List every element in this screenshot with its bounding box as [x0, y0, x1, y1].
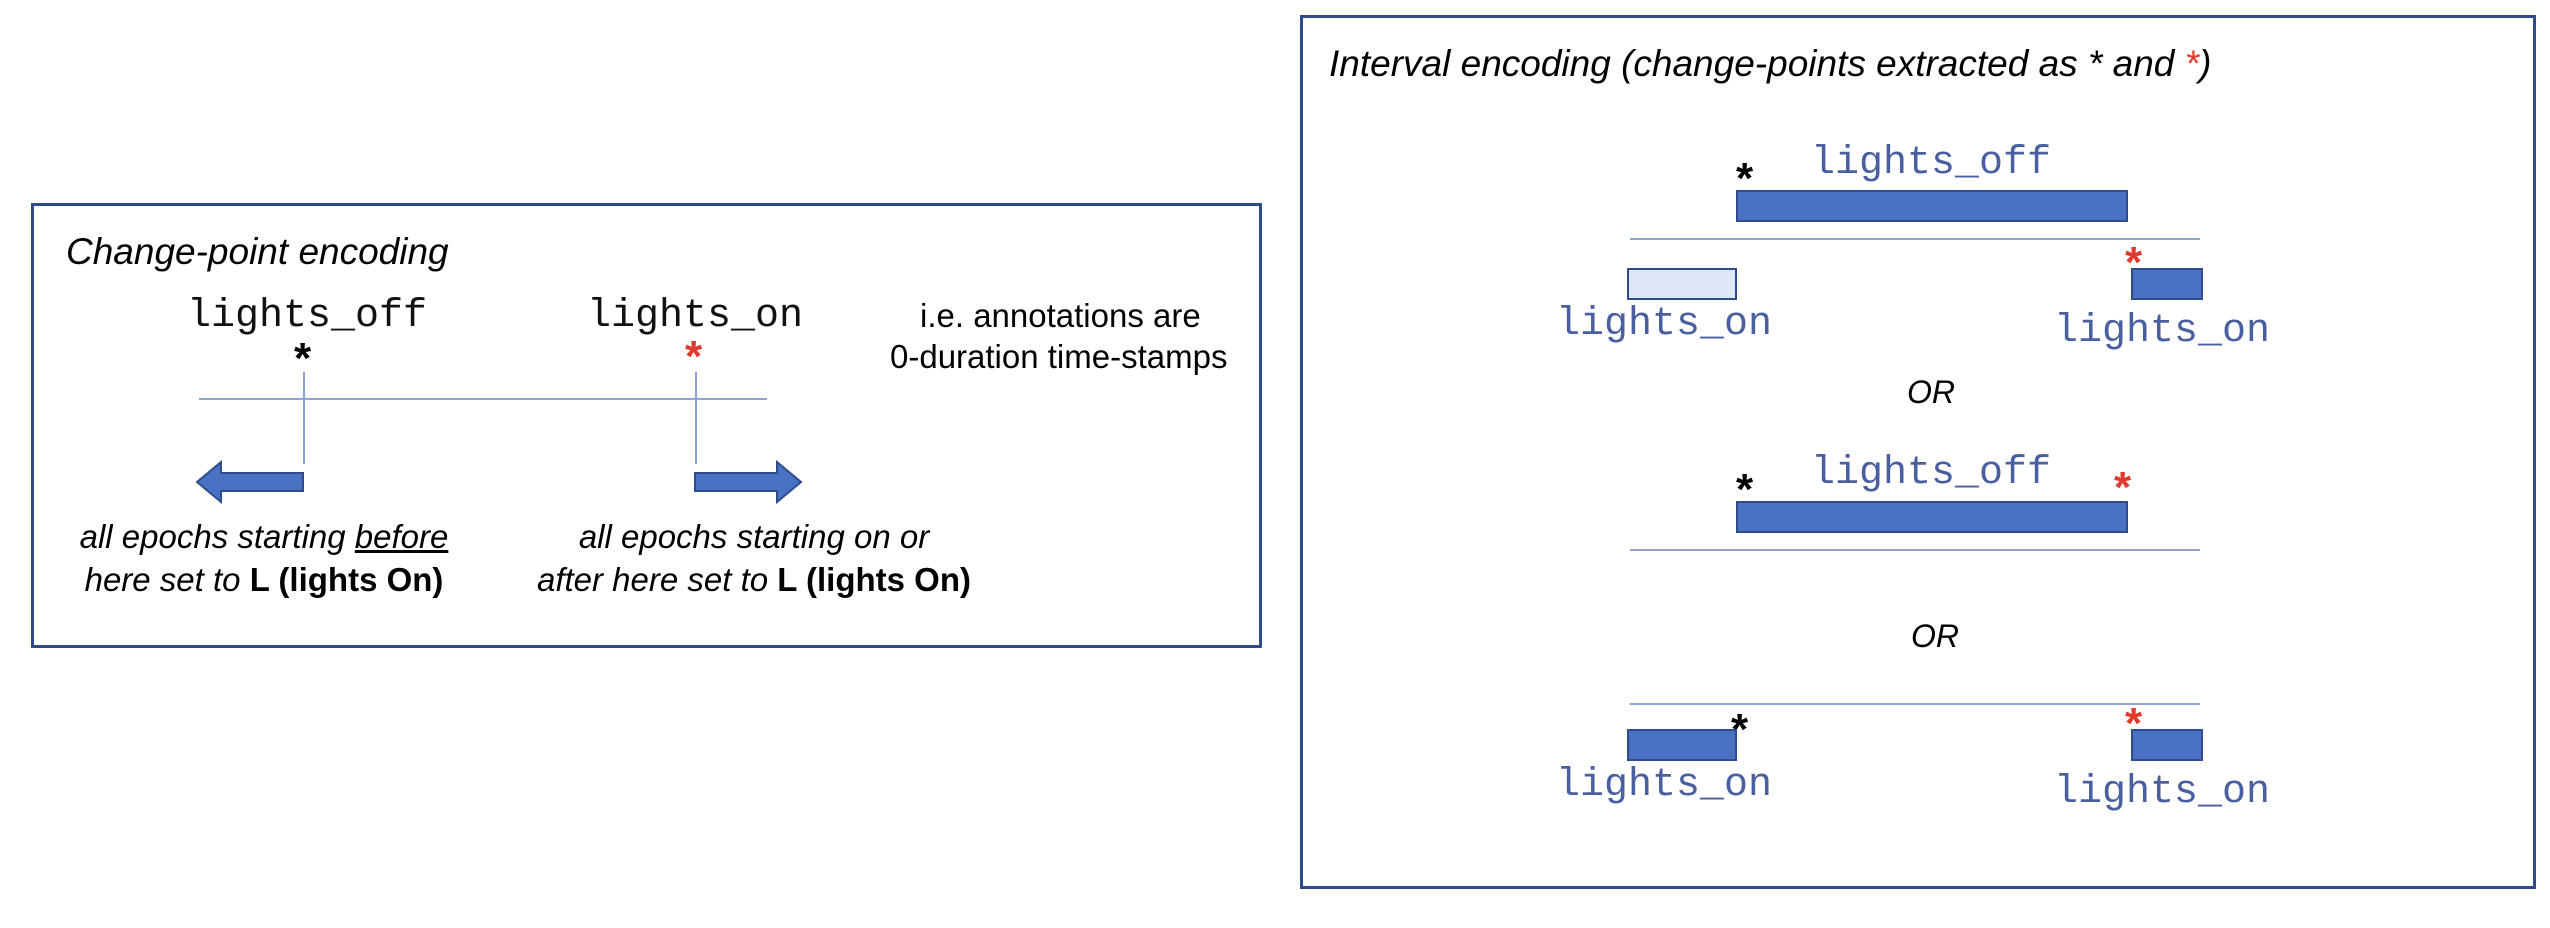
change-point-tick-left: [303, 372, 305, 464]
change-point-star-red: *: [685, 332, 703, 381]
caption-before-bold: L (lights On): [249, 560, 444, 598]
lights-on-label-1b: lights_on: [2054, 309, 2271, 354]
caption-before-underlined: before: [354, 518, 449, 555]
lights-off-bar-1: [1736, 190, 2128, 222]
note-line-1: i.e. annotations are: [920, 297, 1201, 334]
caption-after-line1: all epochs starting on or: [578, 518, 930, 555]
title-star-black: *: [2087, 43, 2103, 84]
lights-on-label-1a: lights_on: [1556, 302, 1773, 347]
or-label-1: OR: [1907, 374, 1955, 410]
caption-after: all epochs starting on or after here set…: [514, 516, 994, 602]
change-point-tick-right: [695, 372, 697, 464]
lights-off-label-2: lights_off: [1811, 451, 2052, 496]
lights-off-label-1: lights_off: [1811, 141, 2052, 186]
title-prefix: Interval encoding (change-points extract…: [1329, 43, 2088, 84]
lights-on-label: lights_on: [587, 294, 804, 339]
timeline-3: [1630, 703, 2200, 705]
lights-off-label: lights_off: [187, 294, 428, 339]
star-black-1: *: [1736, 154, 1754, 203]
panel-title: Interval encoding (change-points extract…: [1329, 45, 2211, 82]
caption-after-bold: L (lights On): [777, 560, 971, 598]
panel-title: Change-point encoding: [66, 231, 449, 272]
change-point-encoding-panel: Change-point encoding lights_off lights_…: [31, 203, 1262, 648]
right-arrow-icon: [694, 459, 803, 505]
interval-encoding-panel: Interval encoding (change-points extract…: [1300, 15, 2536, 889]
change-point-star-black: *: [294, 334, 312, 383]
lights-on-bar-3a: [1627, 729, 1737, 761]
lights-off-bar-2: [1736, 501, 2128, 533]
caption-before-line1-pre: all epochs starting: [79, 518, 355, 555]
caption-before: all epochs starting before here set to L…: [74, 516, 454, 602]
star-black-2: *: [1736, 465, 1754, 514]
caption-before-line2-pre: here set to: [84, 560, 250, 598]
timeline-2: [1630, 549, 2200, 551]
lights-on-bar-1a: [1627, 268, 1737, 300]
star-red-2: *: [2114, 463, 2132, 512]
timeline: [199, 398, 767, 400]
left-arrow-icon: [195, 459, 304, 505]
lights-on-bar-1b: [2131, 268, 2203, 300]
lights-on-label-3b: lights_on: [2054, 770, 2271, 815]
or-label-2: OR: [1911, 618, 1959, 654]
lights-on-bar-3b: [2131, 729, 2203, 761]
note-line-2: 0-duration time-stamps: [890, 338, 1228, 375]
title-star-red: *: [2184, 43, 2200, 84]
lights-on-label-3a: lights_on: [1556, 763, 1773, 808]
timeline-1: [1630, 238, 2200, 240]
title-suffix: ): [2199, 43, 2212, 84]
caption-after-line2-pre: after here set to: [536, 560, 778, 598]
title-and: and: [2102, 43, 2185, 84]
